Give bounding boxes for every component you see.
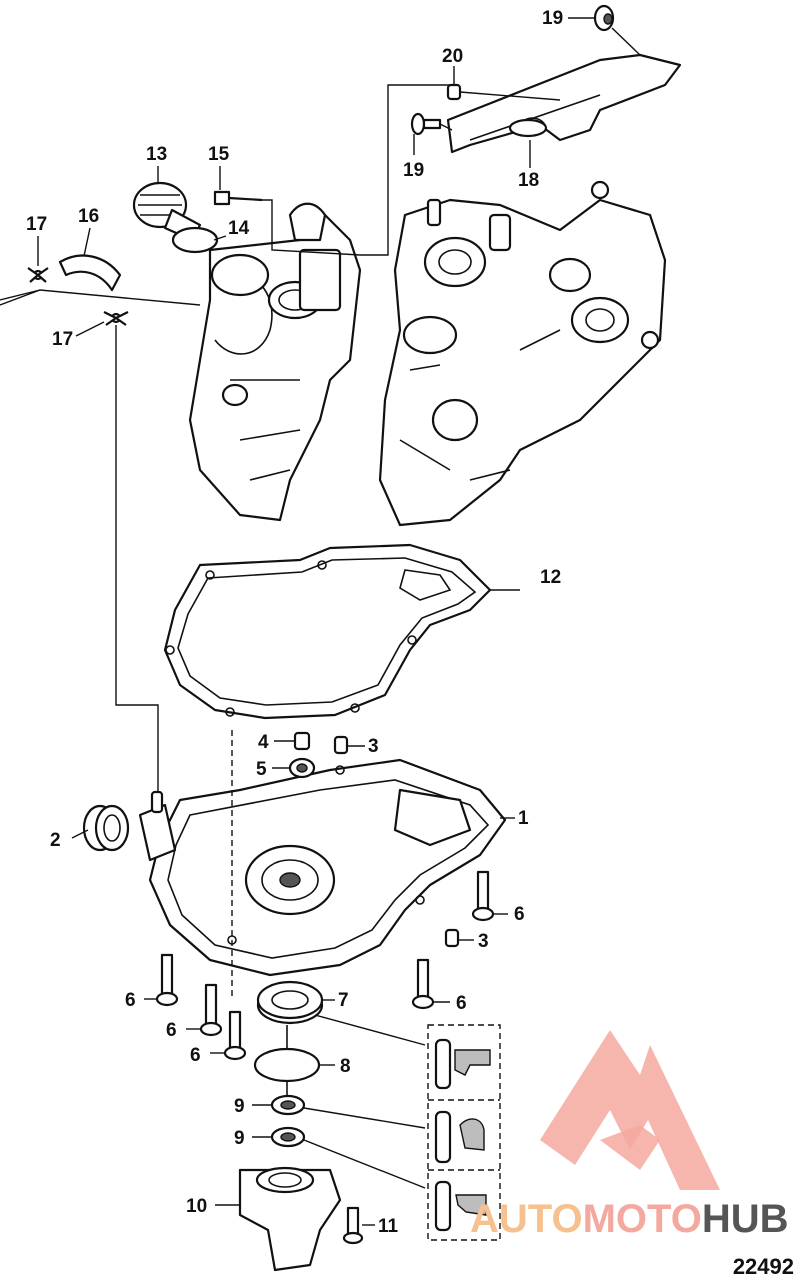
callout-7: 7 [338, 990, 349, 1011]
callout-9-lower: 9 [234, 1128, 245, 1149]
part-6-bolt-left-3 [210, 1010, 247, 1061]
callout-15: 15 [208, 144, 230, 165]
part-19-screw [410, 112, 453, 136]
callout-3-top: 3 [368, 736, 379, 757]
logo-text-hub: HUB [702, 1197, 789, 1241]
automotohub-logo: AUTOMOTOHUB [470, 1030, 789, 1241]
svg-text:AUTOMOTOHUB: AUTOMOTOHUB [470, 1197, 789, 1241]
callout-6-right-top: 6 [514, 904, 525, 925]
part-6-bolt-right-bottom [411, 958, 450, 1010]
diagram-reference-number: 22492 [732, 1254, 794, 1279]
part-6-bolt-left-1 [144, 953, 179, 1007]
callout-18: 18 [518, 170, 539, 191]
callout-4: 4 [258, 732, 269, 753]
crankcase-left-half [188, 202, 362, 522]
callout-12: 12 [540, 567, 561, 588]
part-14-oring [171, 226, 219, 254]
callout-20: 20 [442, 46, 463, 67]
callout-3-bottom: 3 [478, 931, 489, 952]
part-17-clamp-top [27, 267, 49, 283]
callout-8: 8 [340, 1056, 351, 1077]
part-12-gasket [163, 543, 520, 720]
callout-17-top: 17 [26, 214, 47, 235]
part-15-bolt [213, 84, 450, 256]
crankcase-right-half [378, 180, 667, 527]
seal-detail-boxes [427, 1024, 501, 1241]
callout-6-left-1: 6 [125, 990, 136, 1011]
callout-5: 5 [256, 759, 267, 780]
part-8-gasket [253, 1025, 335, 1095]
callout-9-upper: 9 [234, 1096, 245, 1117]
callout-19-top: 19 [542, 8, 563, 29]
part-9-seal-lower [252, 1126, 426, 1189]
part-3-dowel-top [333, 735, 365, 755]
part-17-clamp-bottom [103, 311, 129, 326]
callout-2: 2 [50, 830, 61, 851]
part-2-seal [71, 790, 177, 862]
part-19-washer [593, 4, 641, 56]
callout-10: 10 [186, 1196, 207, 1217]
callout-11: 11 [378, 1216, 399, 1237]
part-7-oil-seal [256, 980, 426, 1046]
logo-text-auto: AUTO [470, 1197, 583, 1241]
part-1-crankcase-cover [148, 758, 515, 977]
callout-13: 13 [146, 144, 167, 165]
part-16-hose [58, 254, 122, 292]
part-3-dowel-bottom [444, 928, 474, 948]
callout-14: 14 [228, 218, 250, 239]
callout-1: 1 [518, 808, 529, 829]
logo-text-moto: MOTO [583, 1197, 702, 1241]
part-6-bolt-right-top [471, 870, 508, 922]
part-18-arm [446, 53, 682, 154]
part-20-bushing [446, 83, 561, 101]
part-11-bolt [342, 1206, 375, 1245]
part-10-housing [215, 1166, 342, 1272]
part-9-seal-upper [252, 1094, 426, 1129]
callout-17-bottom: 17 [52, 329, 73, 350]
callout-6-left-3: 6 [190, 1045, 201, 1066]
callout-6-right-bottom: 6 [456, 993, 467, 1014]
part-5-washer [272, 757, 316, 779]
part-4-fitting [274, 731, 311, 751]
callout-16: 16 [78, 206, 99, 227]
callout-19-mid: 19 [403, 160, 424, 181]
part-6-bolt-left-2 [186, 983, 223, 1037]
callout-6-left-2: 6 [166, 1020, 177, 1041]
